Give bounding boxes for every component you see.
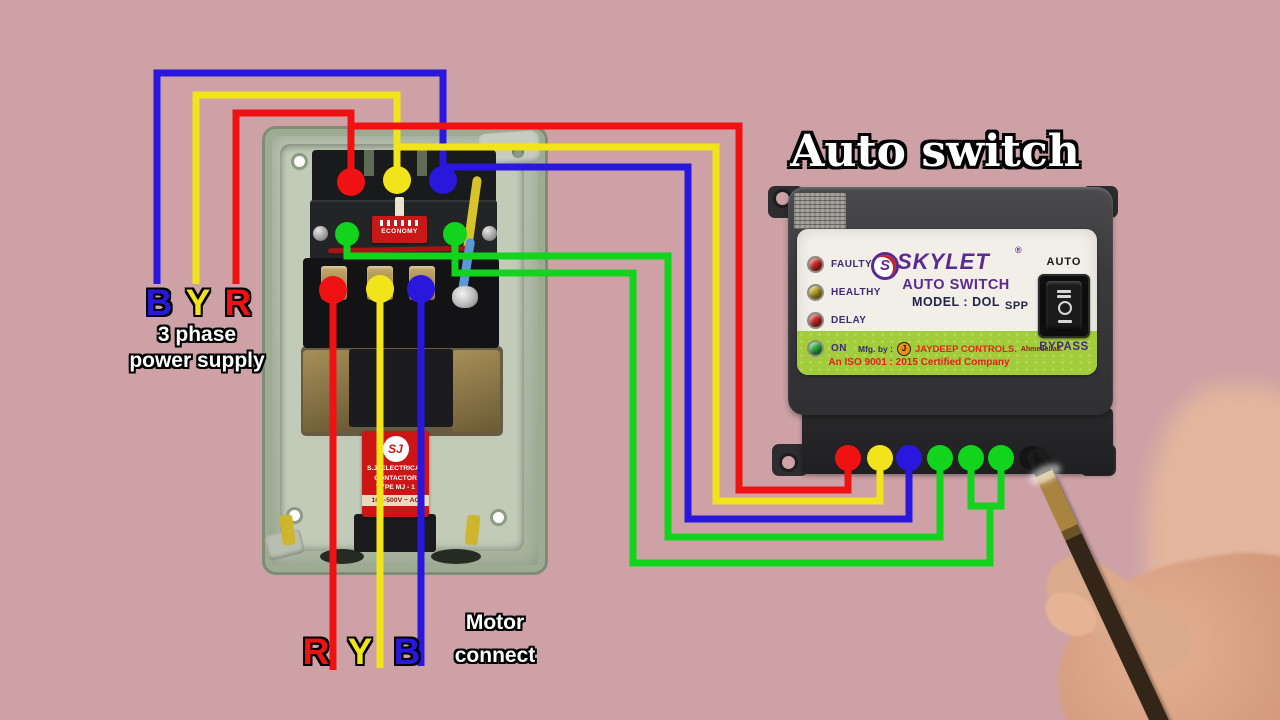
delay-led: [807, 311, 824, 329]
aux-screw: [448, 227, 463, 242]
led-row-faulty: FAULTY: [807, 255, 873, 273]
motor-terminal-plate: [409, 266, 435, 300]
motor-letter-R: R: [302, 631, 330, 672]
aux-screw: [313, 226, 328, 241]
healthy-led: [807, 283, 824, 301]
faulty-led: [807, 255, 824, 273]
baseplate-brass-left: [303, 350, 351, 432]
iso-line: An ISO 9001 : 2015 Certified Company: [828, 357, 1010, 368]
on-led: [807, 339, 824, 357]
auto-switch-terminal-strip: [802, 408, 1113, 474]
mfg-city: Ahmedabad.: [1020, 345, 1063, 353]
product-name: AUTO SWITCH: [902, 277, 1010, 293]
on-led-label: ON: [831, 342, 847, 354]
motor-caption: Motor connect: [420, 606, 570, 672]
rocker-mark-bar: [1057, 295, 1071, 298]
brand-line: 16A-500V ~ AC: [362, 494, 429, 506]
brand-line: TYPE MJ - 1: [376, 484, 415, 491]
supply-letter-Y: Y: [185, 282, 211, 323]
contactor-lower-body: [349, 349, 453, 427]
spp-text: SPP: [1005, 300, 1029, 312]
faulty-led-label: FAULTY: [831, 258, 873, 270]
cable-clamp-hole: [512, 146, 524, 158]
led-row-healthy: HEALTHY: [807, 283, 881, 301]
skylet-brand: SKYLET: [897, 249, 990, 274]
contactor-bottom-block: [354, 514, 436, 552]
enclosure-screw: [294, 156, 305, 167]
rocker-face: [1046, 281, 1082, 331]
skylet-logo-icon: S: [871, 252, 899, 280]
mfg-company: JAYDEEP CONTROLS.: [914, 343, 1017, 355]
supply-letter-R: R: [224, 282, 252, 323]
contactor-brand-label: SJ S.J. ELECTRICAL CONTACTOR TYPE MJ - 1…: [362, 431, 429, 517]
economy-label-ticks: [380, 220, 419, 226]
registered-mark: ®: [1015, 245, 1022, 255]
enclosure-screw: [493, 512, 504, 523]
supply-caption-line1: 3 phase: [157, 323, 237, 346]
auto-switch-label: FAULTY HEALTHY DELAY ON S SKYLET ® AUTO …: [797, 229, 1097, 375]
mfg-prefix: Mfg. by :: [858, 344, 893, 354]
aux-screw: [340, 227, 355, 242]
baseplate-brass-right: [452, 350, 500, 432]
delay-led-label: DELAY: [831, 314, 867, 326]
brand-line: CONTACTOR: [374, 474, 417, 482]
coil-terminal-screw: [452, 286, 478, 308]
rocker-mark-circle: [1058, 301, 1072, 315]
supply-letter-B: B: [145, 282, 173, 323]
motor-terminal-plate: [367, 266, 393, 300]
rocker-mark-bar: [1057, 290, 1071, 293]
contactor-top-terminal-block: [312, 150, 496, 204]
supply-caption-line2: power supply: [129, 349, 265, 372]
motor-letter-Y: Y: [347, 631, 373, 672]
economy-label: ECONOMY: [372, 216, 427, 243]
enclosure-screw: [289, 510, 300, 521]
aux-screw: [482, 226, 497, 241]
auto-mode-label: AUTO: [1046, 256, 1082, 268]
motor-letter-B: B: [393, 631, 421, 672]
bypass-mode-label: BYPASS: [1039, 341, 1089, 353]
terminal-slot: [417, 150, 427, 176]
rocker-mark-bar: [1058, 320, 1072, 323]
jaydeep-logo-icon: J: [896, 342, 911, 356]
economy-label-text: ECONOMY: [381, 228, 418, 235]
auto-switch-title: Auto switch: [790, 126, 1080, 177]
sj-logo: SJ: [382, 436, 409, 462]
mount-hole: [779, 453, 798, 472]
healthy-led-label: HEALTHY: [831, 286, 881, 298]
motor-caption-line2: connect: [454, 644, 536, 667]
led-row-delay: DELAY: [807, 311, 867, 329]
terminal-slot: [364, 150, 374, 176]
motor-terminal-plate: [321, 266, 347, 300]
motor-caption-line1: Motor: [465, 611, 525, 634]
led-row-on: ON: [807, 339, 847, 357]
auto-bypass-rocker-switch: [1038, 274, 1090, 338]
supply-caption: 3 phase power supply: [118, 322, 276, 374]
brand-line: S.J. ELECTRICAL: [366, 465, 425, 472]
serial-sticker: [794, 193, 846, 229]
knockout-hole: [431, 549, 481, 564]
